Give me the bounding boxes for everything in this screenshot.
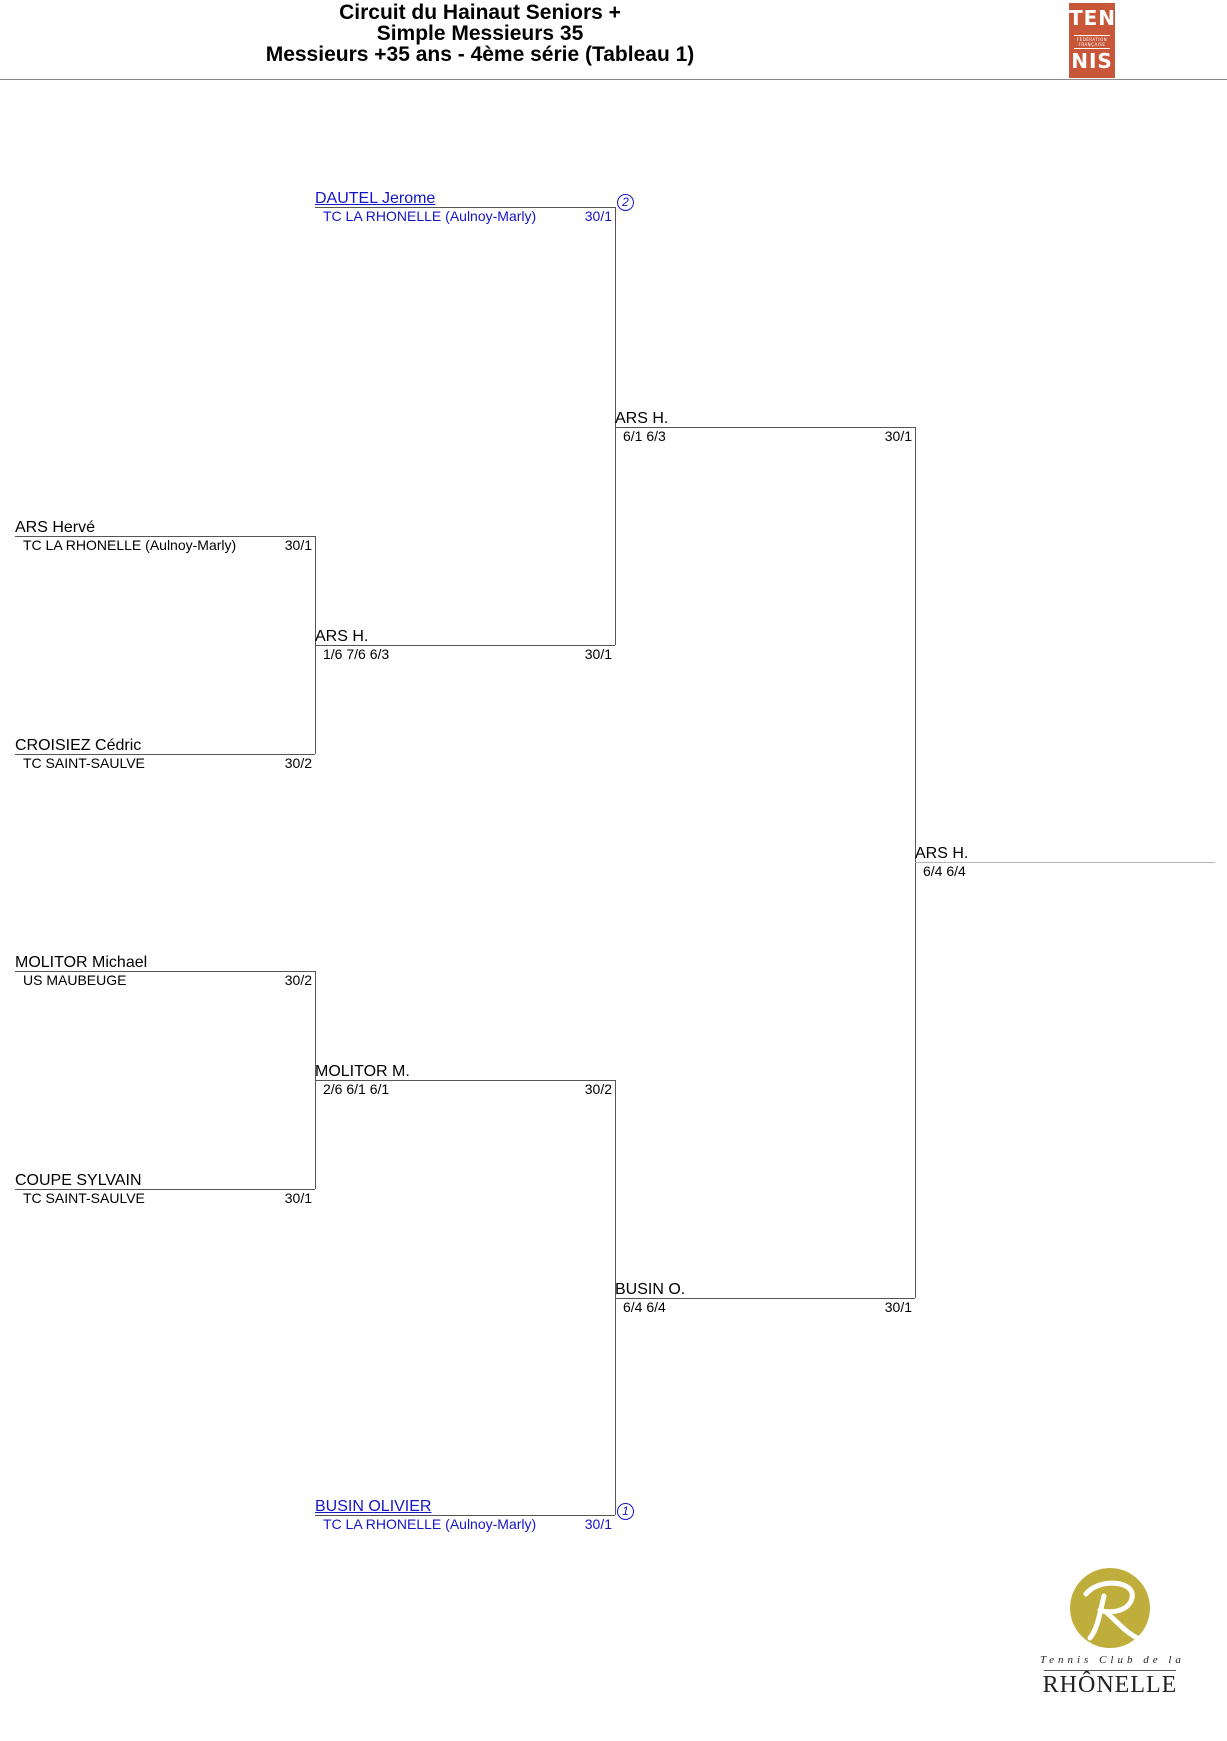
- player-ranking: 30/2: [584, 1081, 612, 1097]
- player-name[interactable]: BUSIN OLIVIER: [315, 1498, 432, 1515]
- bracket-slot-r1-3: MOLITOR Michael US MAUBEUGE 30/2: [15, 953, 315, 989]
- player-ranking: 30/1: [284, 1190, 312, 1206]
- player-ranking: 30/2: [284, 755, 312, 771]
- match-score: 2/6 6/1 6/1: [323, 1081, 390, 1097]
- player-ranking: 30/2: [284, 972, 312, 988]
- seed-badge: 2: [617, 194, 634, 211]
- champion-name: ARS H.: [915, 845, 969, 862]
- page-header: Circuit du Hainaut Seniors + Simple Mess…: [0, 0, 1227, 80]
- player-name[interactable]: DAUTEL Jerome: [315, 190, 436, 207]
- bracket-slot-r2-3: MOLITOR M. 2/6 6/1 6/1 30/2: [315, 1062, 615, 1098]
- player-ranking: 30/1: [584, 646, 612, 662]
- bracket-slot-r2-2: ARS H. 1/6 7/6 6/3 30/1: [315, 627, 615, 663]
- player-ranking: 30/1: [884, 1299, 912, 1315]
- player-name: MOLITOR Michael: [15, 954, 148, 971]
- club-tagline: Tennis Club de la: [1040, 1654, 1185, 1666]
- player-club: US MAUBEUGE: [23, 972, 127, 988]
- event-title: Simple Messieurs 35: [376, 22, 584, 45]
- winner-name: BUSIN O.: [615, 1281, 686, 1298]
- player-ranking: 30/1: [584, 1516, 612, 1532]
- player-club: TC SAINT-SAULVE: [23, 1190, 145, 1206]
- player-club: TC LA RHONELLE (Aulnoy-Marly): [323, 208, 537, 224]
- fft-tennis-logo: TEN FÉDÉRATION FRANÇAISE NIS: [1069, 3, 1115, 78]
- bracket-slot-r1-4: COUPE SYLVAIN TC SAINT-SAULVE 30/1: [15, 1171, 315, 1207]
- bracket-connector: [615, 1080, 616, 1515]
- bracket-slot-r3-1: ARS H. 6/1 6/3 30/1: [615, 409, 915, 445]
- bracket-slot-r2-4: BUSIN OLIVIER TC LA RHONELLE (Aulnoy-Mar…: [315, 1497, 615, 1533]
- player-ranking: 30/1: [884, 428, 912, 444]
- bracket-slot-r1-2: CROISIEZ Cédric TC SAINT-SAULVE 30/2: [15, 736, 315, 772]
- club-monogram-icon: [1070, 1568, 1150, 1648]
- bracket-slot-r1-1: ARS Hervé TC LA RHONELLE (Aulnoy-Marly) …: [15, 518, 315, 554]
- club-name: RHÔNELLE: [1042, 1672, 1178, 1698]
- player-club: TC SAINT-SAULVE: [23, 755, 145, 771]
- player-ranking: 30/1: [584, 208, 612, 224]
- player-name: COUPE SYLVAIN: [15, 1172, 142, 1189]
- club-logo: Tennis Club de la RHÔNELLE: [1040, 1560, 1185, 1710]
- draw-title: Messieurs +35 ans - 4ème série (Tableau …: [265, 43, 695, 66]
- player-name: CROISIEZ Cédric: [15, 737, 142, 754]
- bracket-connector: [615, 207, 616, 645]
- player-club: TC LA RHONELLE (Aulnoy-Marly): [323, 1516, 537, 1532]
- header-divider: [0, 79, 1227, 80]
- player-ranking: 30/1: [284, 537, 312, 553]
- bracket-slot-r2-1: DAUTEL Jerome TC LA RHONELLE (Aulnoy-Mar…: [315, 189, 615, 225]
- match-score: 6/4 6/4: [623, 1299, 666, 1315]
- seed-badge: 1: [617, 1503, 634, 1520]
- player-name: ARS Hervé: [15, 519, 96, 536]
- winner-name: ARS H.: [615, 410, 669, 427]
- bracket-slot-final: ARS H. 6/4 6/4: [915, 844, 1215, 880]
- final-score: 6/4 6/4: [923, 863, 966, 879]
- bracket-slot-r3-2: BUSIN O. 6/4 6/4 30/1: [615, 1280, 915, 1316]
- match-score: 1/6 7/6 6/3: [323, 646, 390, 662]
- tournament-title: Circuit du Hainaut Seniors +: [339, 1, 621, 24]
- winner-name: MOLITOR M.: [315, 1063, 410, 1080]
- player-club: TC LA RHONELLE (Aulnoy-Marly): [23, 537, 237, 553]
- winner-name: ARS H.: [315, 628, 369, 645]
- match-score: 6/1 6/3: [623, 428, 666, 444]
